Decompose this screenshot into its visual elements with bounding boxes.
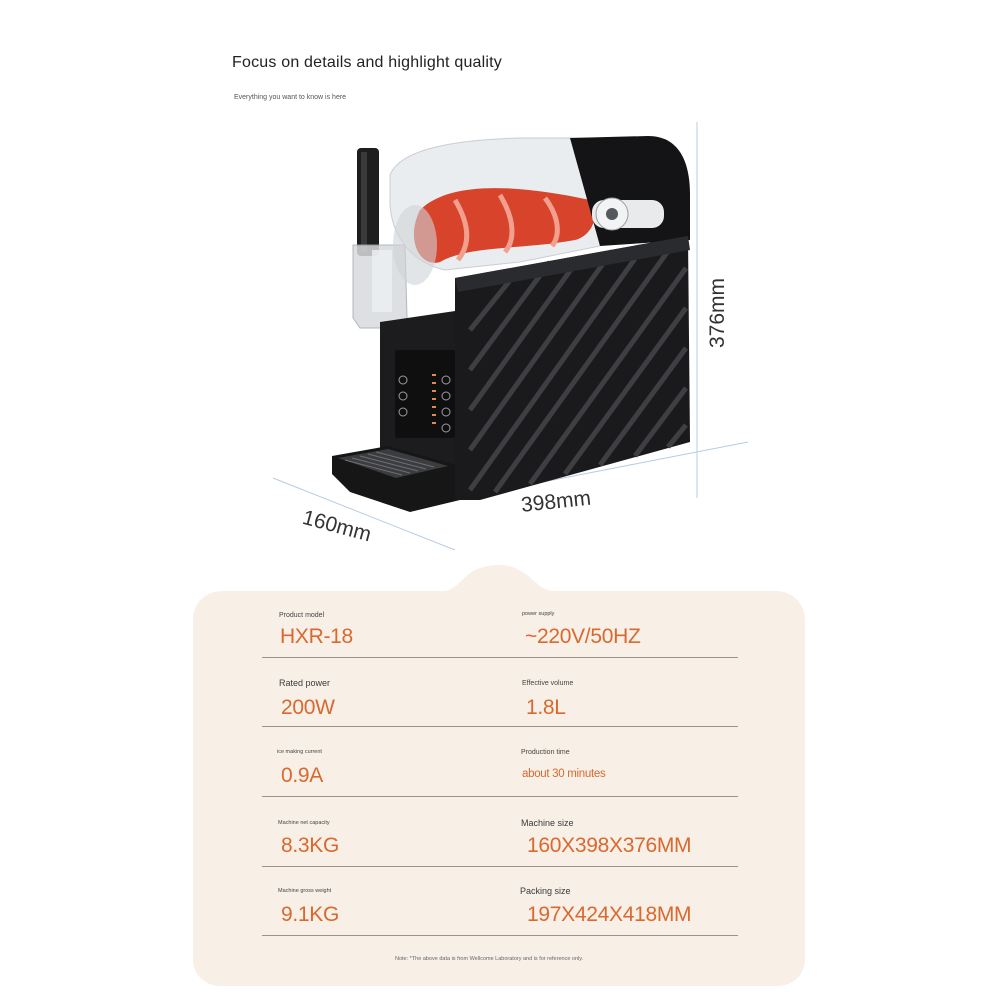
spec-value-rated-power: 200W [281, 696, 335, 719]
spec-value-net-capacity: 8.3KG [281, 834, 340, 857]
footnote: Note: *The above data is from Wellcome L… [395, 956, 584, 962]
page-subtitle: Everything you want to know is here [234, 94, 347, 101]
spec-card-background [193, 565, 805, 986]
row-divider [262, 866, 738, 867]
slush-machine-illustration [272, 122, 749, 551]
spec-label-ice-current: ice making current [277, 749, 322, 755]
spec-value-effective-volume: 1.8L [526, 696, 566, 719]
spec-value-ice-current: 0.9A [281, 764, 323, 787]
spec-value-power-supply: ~220V/50HZ [525, 625, 641, 648]
spec-label-packing-size: Packing size [520, 886, 571, 896]
spec-label-power-supply: power supply [522, 611, 555, 617]
spec-value-packing-size: 197X424X418MM [527, 903, 692, 926]
spec-value-machine-size: 160X398X376MM [527, 834, 692, 857]
row-divider [262, 935, 738, 936]
row-divider [262, 726, 738, 727]
spec-label-rated-power: Rated power [279, 678, 331, 688]
row-divider [262, 657, 738, 658]
spec-value-product-model: HXR-18 [280, 625, 353, 648]
spec-label-net-capacity: Machine net capacity [278, 820, 330, 826]
spec-label-effective-volume: Effective volume [522, 680, 574, 687]
height-dimension: 376mm [706, 277, 729, 348]
spec-label-gross-weight: Machine gross weight [278, 888, 332, 894]
page-title: Focus on details and highlight quality [232, 54, 502, 71]
row-divider [262, 796, 738, 797]
spec-value-production-time: about 30 minutes [522, 768, 606, 780]
spec-value-gross-weight: 9.1KG [281, 903, 340, 926]
spec-label-production-time: Production time [521, 749, 570, 756]
spec-label-product-model: Product model [279, 612, 325, 619]
spec-card [193, 565, 805, 986]
spec-label-machine-size: Machine size [521, 818, 574, 828]
